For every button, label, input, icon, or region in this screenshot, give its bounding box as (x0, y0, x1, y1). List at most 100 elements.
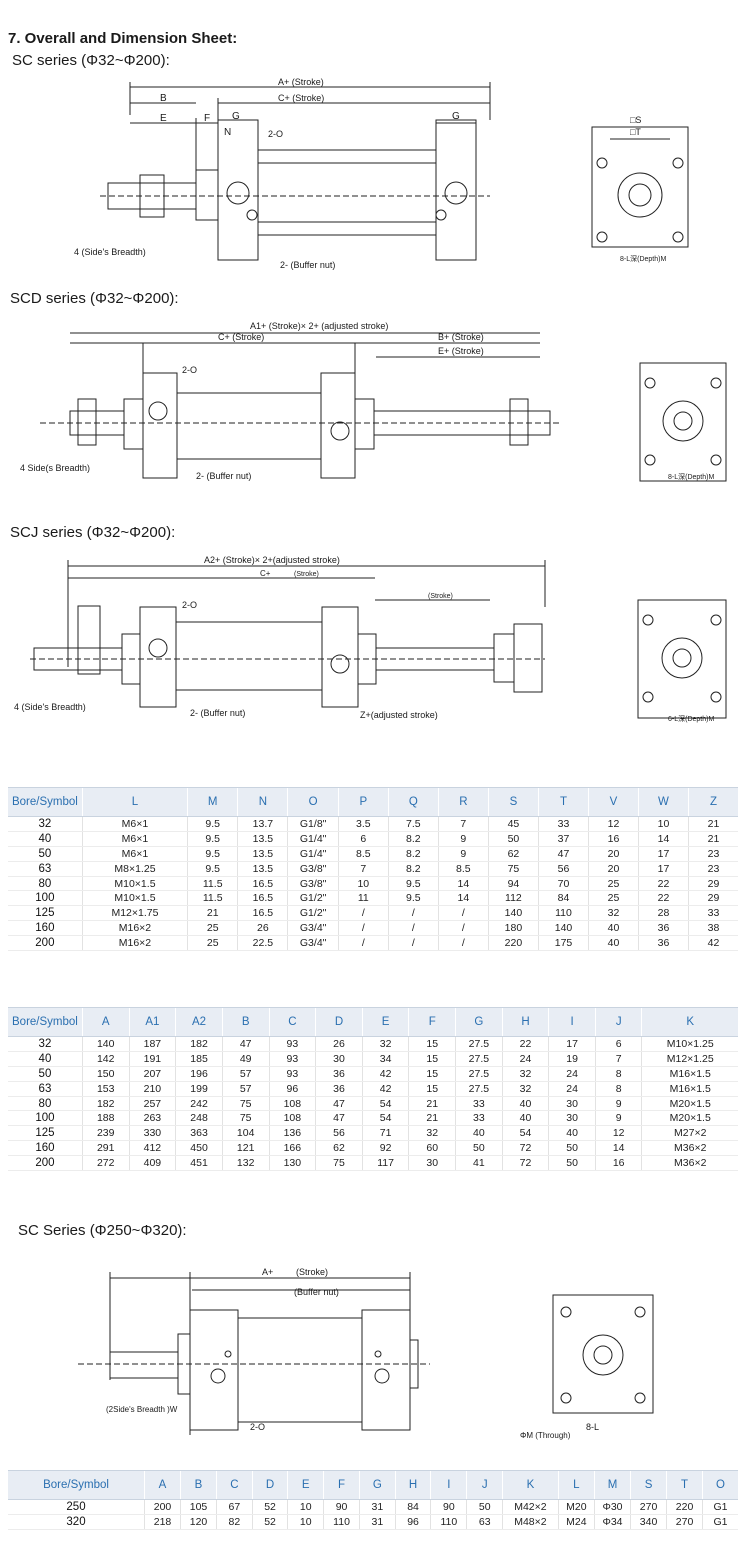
table-cell: 29 (687, 876, 738, 892)
table-cell: 60 (408, 1140, 456, 1157)
table-cell: 84 (537, 890, 589, 907)
table-cell: M16×1.5 (641, 1066, 738, 1082)
table-cell: 8.2 (387, 846, 439, 862)
table-cell: M20×1.5 (641, 1096, 738, 1112)
scj-o-label: 2-O (182, 600, 197, 610)
table-cell: 41 (455, 1155, 503, 1172)
table-cell: 9.5 (387, 876, 439, 892)
table-cell: 10 (287, 1499, 324, 1515)
table-cell: 14 (637, 831, 689, 847)
table-cell: 26 (315, 1036, 363, 1052)
table-cell: 36 (315, 1066, 363, 1082)
table-cell: M6×1 (81, 816, 188, 832)
table-cell: 263 (128, 1110, 176, 1127)
sc-large-buffer-label: (Buffer nut) (294, 1287, 339, 1297)
table-cell: / (387, 935, 439, 952)
table-cell: 125 (8, 905, 83, 922)
table-cell: 63 (466, 1514, 503, 1530)
table-cell: 248 (175, 1110, 223, 1127)
table-cell: G3/4" (287, 935, 339, 952)
table-cell: 14 (437, 890, 489, 907)
table-cell: 72 (501, 1140, 549, 1157)
table-cell: 50 (548, 1140, 596, 1157)
table-cell: 363 (175, 1125, 223, 1142)
table-cell: 175 (537, 935, 589, 952)
table-cell: 8.5 (437, 861, 489, 877)
table-cell: 10 (337, 876, 389, 892)
column-header: F (408, 1007, 456, 1037)
table-cell: 33 (455, 1096, 503, 1112)
page-heading: 7. Overall and Dimension Sheet: (8, 30, 238, 47)
table-cell: 340 (630, 1514, 667, 1530)
table-cell: 15 (408, 1066, 456, 1082)
sc-s-label: □S (630, 115, 641, 125)
table-cell: 130 (268, 1155, 316, 1172)
table-cell: 7.5 (387, 816, 439, 832)
sc-large-o-label: 2-O (250, 1422, 265, 1432)
table-cell: 409 (128, 1155, 176, 1172)
table-cell: 210 (128, 1081, 176, 1097)
table-cell: / (337, 905, 389, 922)
table-cell: / (437, 905, 489, 922)
column-header: V (588, 787, 639, 817)
table-cell: 450 (175, 1140, 223, 1157)
table-cell: 25 (588, 890, 639, 907)
table-cell: 38 (687, 920, 738, 937)
table-cell: 57 (221, 1081, 270, 1097)
table-cell: 7 (594, 1051, 642, 1067)
table-cell: / (387, 905, 439, 922)
table-cell: 9 (594, 1096, 642, 1112)
table-cell: 19 (548, 1051, 596, 1067)
table-cell: 52 (251, 1499, 288, 1515)
table-cell: 13.5 (237, 861, 288, 877)
sc-large-breadth-label: (2Side's Breadth )W (106, 1405, 178, 1414)
table-cell: 200 (8, 935, 83, 952)
table-cell: 242 (175, 1096, 223, 1112)
table-cell: 140 (537, 920, 589, 937)
table-cell: G1/8" (287, 816, 339, 832)
table-cell: 8 (594, 1066, 642, 1082)
table-cell: 3.5 (337, 816, 389, 832)
table-cell: 31 (359, 1499, 396, 1515)
table-cell: 21 (408, 1096, 456, 1112)
table-cell: 42 (361, 1081, 409, 1097)
table-cell: 67 (216, 1499, 253, 1515)
table-cell: 20 (588, 846, 639, 862)
table-cell: 37 (537, 831, 589, 847)
table-cell: 42 (361, 1066, 409, 1082)
table-cell: 125 (8, 1125, 83, 1142)
sc-a-stroke-label: A+ (Stroke) (278, 77, 324, 87)
table-cell: M8×1.25 (81, 861, 188, 877)
table-cell: G1 (702, 1499, 738, 1515)
table-cell: 12 (594, 1125, 642, 1142)
table-cell: 29 (687, 890, 738, 907)
table-cell: 26 (237, 920, 288, 937)
table-cell: 250 (8, 1499, 145, 1515)
table-cell: 40 (8, 1051, 83, 1067)
table-cell: 52 (251, 1514, 288, 1530)
table-cell: 187 (128, 1036, 176, 1052)
table-cell: 62 (487, 846, 539, 862)
table-cell: 9 (594, 1110, 642, 1127)
table-cell: M10×1.5 (81, 890, 188, 907)
table-cell: 49 (221, 1051, 270, 1067)
table-cell: 27.5 (455, 1066, 503, 1082)
column-header: Q (387, 787, 439, 817)
table-cell: G1 (702, 1514, 738, 1530)
sc-c-stroke-label: C+ (Stroke) (278, 93, 324, 103)
scd-dimension-drawing: A1+ (Stroke)× 2+ (adjusted stroke) C+ (S… (20, 321, 727, 482)
table-cell: 9.5 (187, 831, 238, 847)
table-cell: 11.5 (187, 876, 238, 892)
table-cell: 80 (8, 1096, 83, 1112)
table-cell: 21 (687, 816, 738, 832)
table-cell: 220 (666, 1499, 703, 1515)
table-cell: 32 (361, 1036, 409, 1052)
scj-c-label: C+ (260, 569, 271, 578)
table-cell: 412 (128, 1140, 176, 1157)
column-header: O (287, 787, 339, 817)
table-cell: 199 (175, 1081, 223, 1097)
